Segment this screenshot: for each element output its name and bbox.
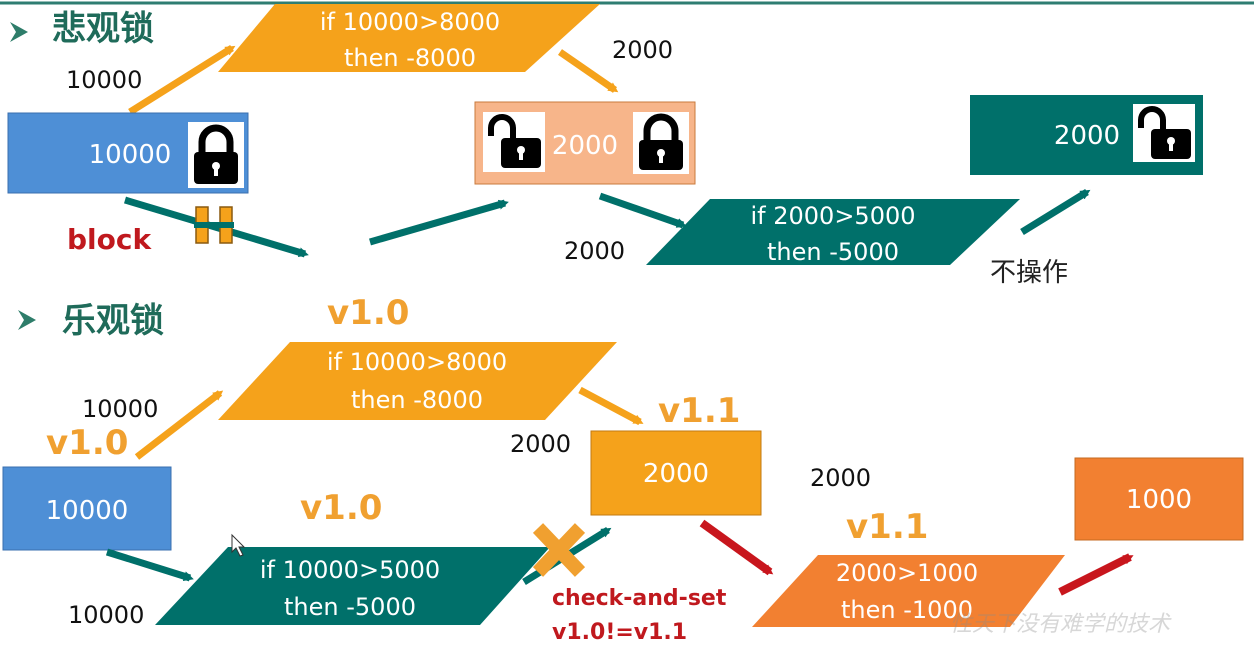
pessimistic-title: 悲观锁 <box>52 9 154 49</box>
pess-block-label: block <box>67 223 152 256</box>
opt-op1-line2: then -8000 <box>351 386 483 414</box>
pess-arrow-to-final <box>1020 189 1091 235</box>
opt-result-shape <box>590 430 762 516</box>
opt-op3-line2: then -1000 <box>841 596 973 624</box>
opt-result-amount: 2000 <box>510 430 572 458</box>
lock-open-icon <box>483 112 545 172</box>
opt-final-shape <box>1074 457 1244 541</box>
opt-account-value: 10000 <box>45 496 129 526</box>
opt-op2-line1: if 10000>5000 <box>259 556 441 584</box>
lock-closed-icon <box>188 122 244 188</box>
pess-no-op-label: 不操作 <box>990 258 1069 288</box>
cross-icon <box>532 523 586 577</box>
cursor-icon <box>231 533 246 557</box>
lock-open-icon <box>1133 104 1195 162</box>
pess-arrow-down <box>558 49 619 93</box>
opt-right-amount: 2000 <box>810 464 872 492</box>
optimistic-title: 乐观锁 <box>62 301 164 341</box>
pess-result-label: 2000 <box>612 36 674 64</box>
opt-op1-line1: if 10000>8000 <box>326 348 508 376</box>
opt-arrow-red-2 <box>1058 553 1134 596</box>
opt-op1-shape <box>218 342 617 420</box>
lock-closed-icon <box>633 112 689 174</box>
opt-arrow-up <box>134 390 224 460</box>
opt-final-value: 1000 <box>1125 485 1193 515</box>
pess-op2-line1: if 2000>5000 <box>750 202 916 230</box>
watermark: 性天下没有难学的技术 <box>950 612 1171 637</box>
opt-account-shape <box>2 466 172 551</box>
opt-arrow-down <box>578 386 644 426</box>
pess-waiting-amount: 2000 <box>564 237 626 265</box>
pess-locked-value: 2000 <box>551 131 619 161</box>
opt-arrow-red-1 <box>699 519 774 576</box>
opt-start-amount-bottom: 10000 <box>68 601 145 629</box>
section-bullet-icon <box>18 310 36 330</box>
opt-op3-line1: 2000>1000 <box>835 559 979 587</box>
pess-final-value: 2000 <box>1053 121 1121 151</box>
pess-op1-line2: then -8000 <box>344 44 476 72</box>
pess-op2-shape <box>646 199 1020 265</box>
pess-op2-line2: then -5000 <box>767 238 899 266</box>
section-bullet-icon <box>10 22 28 42</box>
pess-op1-line1: if 10000>8000 <box>319 8 501 36</box>
opt-version-left: v1.0 <box>46 423 129 463</box>
opt-version-right: v1.1 <box>846 507 929 547</box>
pess-arrow-up <box>128 45 236 115</box>
opt-op3-shape <box>752 555 1065 627</box>
opt-version-mid: v1.0 <box>300 488 383 528</box>
pess-account-value: 10000 <box>88 140 172 170</box>
opt-cas-line2: v1.0!=v1.1 <box>552 620 688 645</box>
pess-op1-shape <box>218 4 600 72</box>
opt-version-top: v1.0 <box>327 293 410 333</box>
opt-op2-line2: then -5000 <box>284 593 416 621</box>
pess-start-amount: 10000 <box>66 66 143 94</box>
opt-start-amount-top: 10000 <box>82 395 159 423</box>
pause-icon <box>194 206 234 244</box>
opt-arrow-to-op2 <box>105 548 194 582</box>
opt-cas-line1: check-and-set <box>552 586 727 611</box>
opt-version-new: v1.1 <box>658 391 741 431</box>
pess-arrow-to-op2 <box>598 192 687 229</box>
pess-arrow-resume <box>369 199 509 246</box>
opt-result-value: 2000 <box>642 459 710 489</box>
opt-op2-shape <box>155 547 550 625</box>
